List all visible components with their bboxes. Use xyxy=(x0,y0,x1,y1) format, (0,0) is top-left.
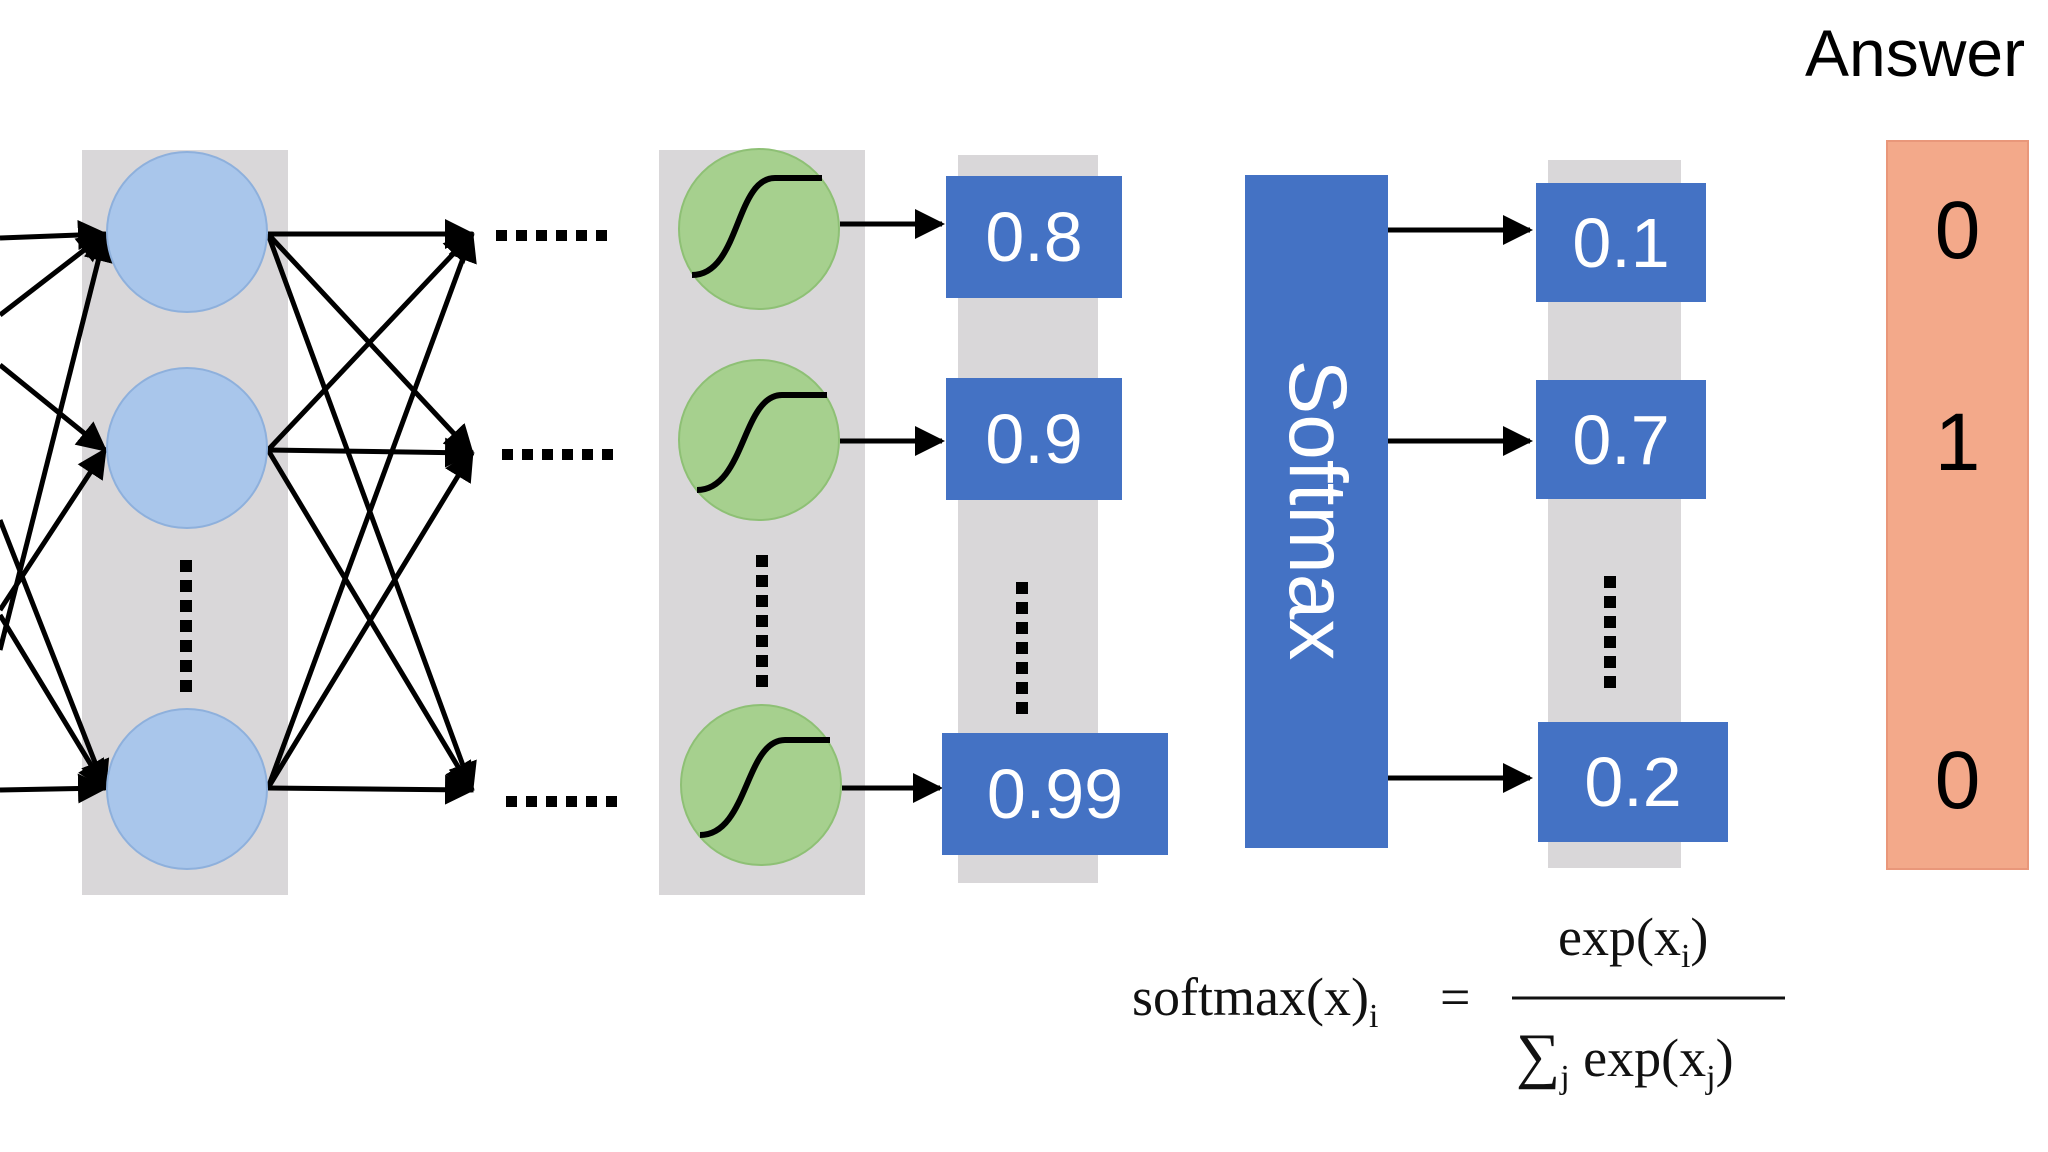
horizontal-ellipsis-row-3 xyxy=(506,796,617,807)
answer-value-3: 0 xyxy=(1934,735,1981,826)
formula-numerator-text: exp(x xyxy=(1558,907,1681,967)
formula-numerator: exp(xi) xyxy=(1558,910,1708,974)
softmax-output-value-2: 0.7 xyxy=(1572,400,1670,479)
formula-sum-symbol: ∑ xyxy=(1516,1022,1561,1090)
sigmoid-output-value-3: 0.99 xyxy=(986,755,1124,833)
formula-lhs-subscript: i xyxy=(1368,997,1379,1035)
sigmoid-node-3 xyxy=(680,704,842,866)
hidden-node-1 xyxy=(106,151,268,313)
formula-lhs: softmax(x)i xyxy=(1132,970,1378,1034)
formula-denominator-close: ) xyxy=(1715,1028,1734,1088)
sigmoid-node-1 xyxy=(678,148,840,310)
vertical-ellipsis-sigmoid xyxy=(756,555,768,687)
formula-equals: = xyxy=(1440,967,1471,1027)
answer-value-2: 1 xyxy=(1934,397,1981,488)
horizontal-ellipsis-row-1 xyxy=(496,230,607,241)
sigmoid-node-2 xyxy=(678,359,840,521)
softmax-output-arrows xyxy=(1388,215,1533,793)
sigmoid-output-arrows xyxy=(840,209,945,803)
softmax-output-value-1: 0.1 xyxy=(1572,203,1670,282)
hidden-node-2 xyxy=(106,367,268,529)
formula-numerator-close: ) xyxy=(1690,907,1709,967)
softmax-label: Softmax xyxy=(1272,359,1363,661)
input-edges xyxy=(0,220,113,804)
answer-column xyxy=(1886,140,2029,870)
formula-denominator: ∑j exp(xj) xyxy=(1516,1025,1734,1095)
horizontal-ellipsis-row-2 xyxy=(502,449,613,460)
formula-sum-subscript: j xyxy=(1560,1058,1570,1096)
softmax-output-box-3: 0.2 xyxy=(1538,722,1728,842)
formula-lhs-text: softmax(x) xyxy=(1132,967,1369,1027)
formula-denominator-subscript: j xyxy=(1706,1058,1716,1096)
sigmoid-output-box-2: 0.9 xyxy=(946,378,1122,500)
sigmoid-output-value-1: 0.8 xyxy=(985,198,1083,276)
hidden-edges xyxy=(265,219,477,805)
hidden-node-3 xyxy=(106,708,268,870)
formula-numerator-subscript: i xyxy=(1680,937,1691,975)
softmax-output-value-3: 0.2 xyxy=(1584,743,1682,821)
softmax-output-box-1: 0.1 xyxy=(1536,183,1706,302)
vertical-ellipsis-sigmoid-output xyxy=(1016,582,1028,714)
sigmoid-output-box-3: 0.99 xyxy=(942,733,1168,855)
sigmoid-output-value-2: 0.9 xyxy=(985,400,1083,478)
vertical-ellipsis-softmax-output xyxy=(1604,576,1616,688)
answer-value-1: 0 xyxy=(1934,185,1981,276)
formula-denominator-text: exp(x xyxy=(1569,1028,1707,1088)
sigmoid-output-box-1: 0.8 xyxy=(946,176,1122,298)
vertical-ellipsis-hidden xyxy=(180,560,192,692)
softmax-output-box-2: 0.7 xyxy=(1536,380,1706,499)
softmax-block xyxy=(1245,175,1388,848)
answer-title: Answer xyxy=(1805,16,2026,90)
